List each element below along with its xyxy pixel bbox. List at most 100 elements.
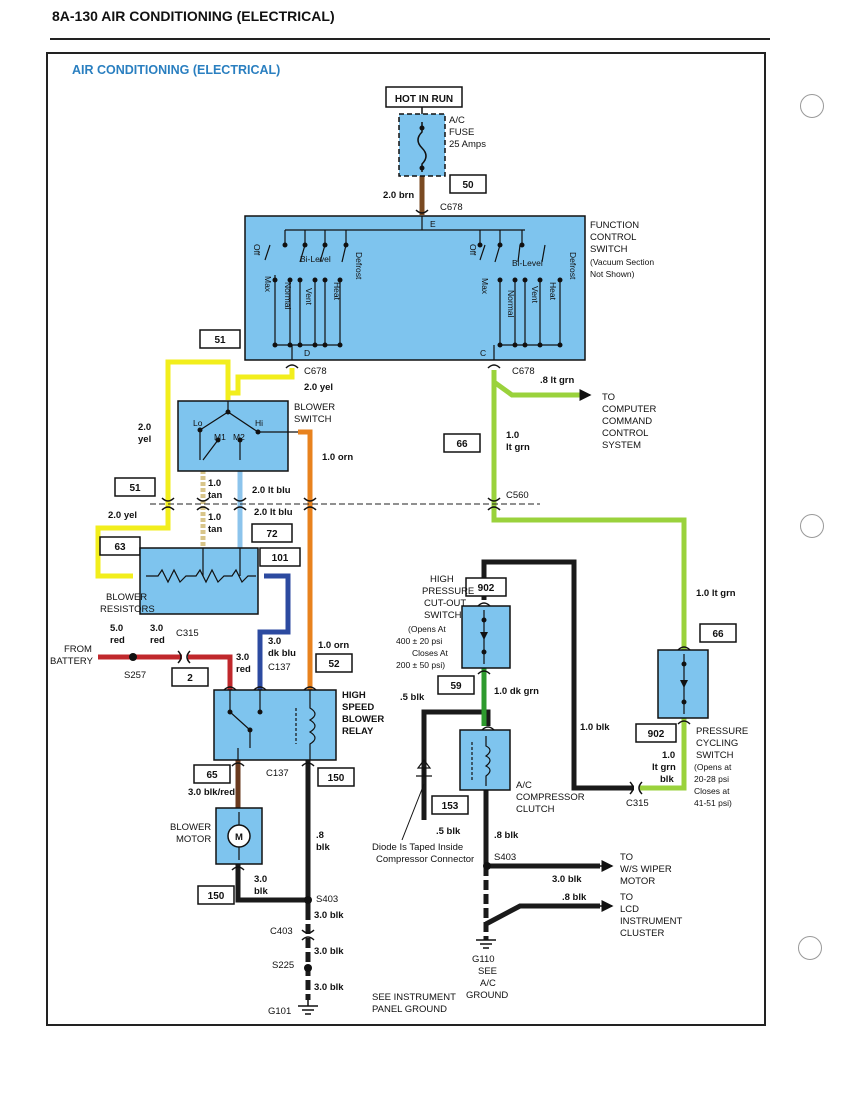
to-wiper-label: TO W/S WIPER MOTOR bbox=[620, 852, 672, 887]
pos-vent-right: Vent bbox=[530, 286, 540, 304]
hp-note-1: 400 ± 20 psi bbox=[396, 636, 442, 646]
tan-b2: tan bbox=[208, 524, 222, 535]
hp-title-3: SWITCH bbox=[424, 610, 462, 621]
circuit-66b-box bbox=[699, 623, 737, 643]
splice-s225-dot bbox=[304, 964, 312, 972]
to-computer-1: COMPUTER bbox=[602, 404, 657, 415]
high-pressure-title: HIGH PRESSURE CUT-OUT SWITCH (Opens At 4… bbox=[396, 574, 474, 670]
battery-from-0: FROM bbox=[64, 644, 92, 655]
hp-note-2: Closes At bbox=[412, 648, 449, 658]
compressor-8blk: .8 blk bbox=[494, 830, 519, 841]
circuit-902a: 902 bbox=[478, 583, 495, 594]
switch-m1: M1 bbox=[214, 432, 226, 442]
resistors-title-1: RESISTORS bbox=[100, 604, 155, 615]
connector-c137-bottom: C137 bbox=[266, 768, 289, 779]
to-lcd-2: INSTRUMENT bbox=[620, 916, 682, 927]
circuit-66a-box bbox=[443, 433, 481, 453]
terminal-d: D bbox=[304, 348, 310, 358]
hp-blk-wire: 1.0 blk bbox=[580, 722, 610, 733]
circuit-153-box bbox=[431, 795, 469, 815]
switch-hi: Hi bbox=[255, 418, 263, 428]
battery-wire-c2: red bbox=[236, 664, 251, 675]
circuit-72-box bbox=[251, 523, 293, 543]
splice-s403-left: S403 bbox=[316, 894, 338, 905]
circuit-72: 72 bbox=[266, 529, 278, 540]
high-pressure-cutout-switch bbox=[461, 605, 511, 669]
to-wiper-2: MOTOR bbox=[620, 876, 655, 887]
pos-off-right: Off bbox=[468, 244, 478, 256]
ground-left-wire3: 3.0 blk bbox=[314, 982, 344, 993]
binder-hole-bottom bbox=[798, 936, 822, 960]
pos-vent-left: Vent bbox=[304, 288, 314, 306]
ltgrn-wire-label: .8 lt grn bbox=[540, 375, 575, 386]
pos-max-right: Max bbox=[480, 278, 490, 295]
circuit-66a: 66 bbox=[456, 439, 468, 450]
circuit-63-box bbox=[99, 536, 141, 556]
g110-3: GROUND bbox=[466, 990, 508, 1001]
binder-hole-top bbox=[800, 94, 824, 118]
ltblu-b: 2.0 lt blu bbox=[254, 507, 293, 518]
ltblu-a: 2.0 lt blu bbox=[252, 485, 291, 496]
power-wire-label: 2.0 brn bbox=[383, 190, 414, 201]
to-wiper-1: W/S WIPER bbox=[620, 864, 672, 875]
diagram-title: AIR CONDITIONING (ELECTRICAL) bbox=[72, 63, 281, 77]
circuit-66b: 66 bbox=[712, 629, 724, 640]
hp-note-3: 200 ± 50 psi) bbox=[396, 660, 445, 670]
diode-icon bbox=[416, 759, 432, 777]
fcs-title-2: SWITCH bbox=[590, 244, 628, 255]
cycling-wire-1: lt grn bbox=[652, 762, 676, 773]
ground-g110-icon bbox=[476, 939, 496, 949]
g110-2: A/C bbox=[480, 978, 496, 989]
pos-normal-left: Normal bbox=[283, 282, 293, 310]
motor-symbol: M bbox=[235, 832, 243, 843]
to-computer-0: TO bbox=[602, 392, 615, 403]
to-lcd-1: LCD bbox=[620, 904, 639, 915]
resistors-title-0: BLOWER bbox=[106, 592, 147, 603]
diagram-frame bbox=[46, 52, 766, 1026]
ground-left-note-0: SEE INSTRUMENT bbox=[372, 992, 456, 1003]
to-lcd-3: CLUSTER bbox=[620, 928, 664, 939]
ltgrn-wire2-0: 1.0 bbox=[506, 430, 519, 441]
fuse-icon bbox=[417, 122, 427, 172]
fcs-title-1: CONTROL bbox=[590, 232, 636, 243]
tan-b1: 1.0 bbox=[208, 512, 221, 523]
cycling-note-0: (Opens at bbox=[694, 762, 732, 772]
function-switch-vertical-labels: Off Max Normal Vent Heat Defrost Off Max… bbox=[252, 244, 578, 318]
c560-connector-arcs bbox=[161, 497, 501, 511]
ground-left-wire1: 3.0 blk bbox=[314, 910, 344, 921]
battery-wire-b2: red bbox=[150, 635, 165, 646]
motor-wire-1: blk bbox=[254, 886, 268, 897]
circuit-101: 101 bbox=[272, 553, 289, 564]
compressor-5blk: .5 blk bbox=[436, 826, 461, 837]
circuit-153: 153 bbox=[442, 801, 459, 812]
circuit-65: 65 bbox=[206, 770, 218, 781]
circuit-2-box bbox=[171, 667, 209, 687]
g110-1: SEE bbox=[478, 966, 497, 977]
relay-contacts bbox=[227, 709, 263, 733]
g110-0: G110 bbox=[472, 954, 495, 965]
hp-title-2: CUT-OUT bbox=[424, 598, 466, 609]
pos-normal-right: Normal bbox=[506, 290, 516, 318]
connector-c560: C560 bbox=[506, 490, 529, 501]
circuit-150b: 150 bbox=[208, 891, 225, 902]
cycling-contacts bbox=[680, 661, 688, 705]
clutch-coil-icon bbox=[484, 736, 491, 786]
ground-g101: G101 bbox=[268, 1006, 291, 1017]
blower-switch-contacts bbox=[197, 409, 261, 443]
g110-label: G110 SEE A/C GROUND bbox=[466, 954, 508, 1001]
compressor-title-1: COMPRESSOR bbox=[516, 792, 585, 803]
relay-orn-wire: 1.0 orn bbox=[318, 640, 349, 651]
circuit-902b: 902 bbox=[648, 729, 665, 740]
yel-wire-1: 2.0 bbox=[138, 422, 151, 433]
wire-orange bbox=[298, 429, 313, 690]
dkblu-wire-1: dk blu bbox=[268, 648, 296, 659]
to-wiper-0: TO bbox=[620, 852, 633, 863]
splice-s257-dot bbox=[129, 653, 137, 661]
diode-note-1: Compressor Connector bbox=[376, 854, 474, 865]
battery-wire-b1: 3.0 bbox=[150, 623, 163, 634]
cycling-wire-2: blk bbox=[660, 774, 674, 785]
motor-title-1: MOTOR bbox=[176, 834, 211, 845]
binder-hole-middle bbox=[800, 514, 824, 538]
blower-switch bbox=[177, 400, 289, 472]
